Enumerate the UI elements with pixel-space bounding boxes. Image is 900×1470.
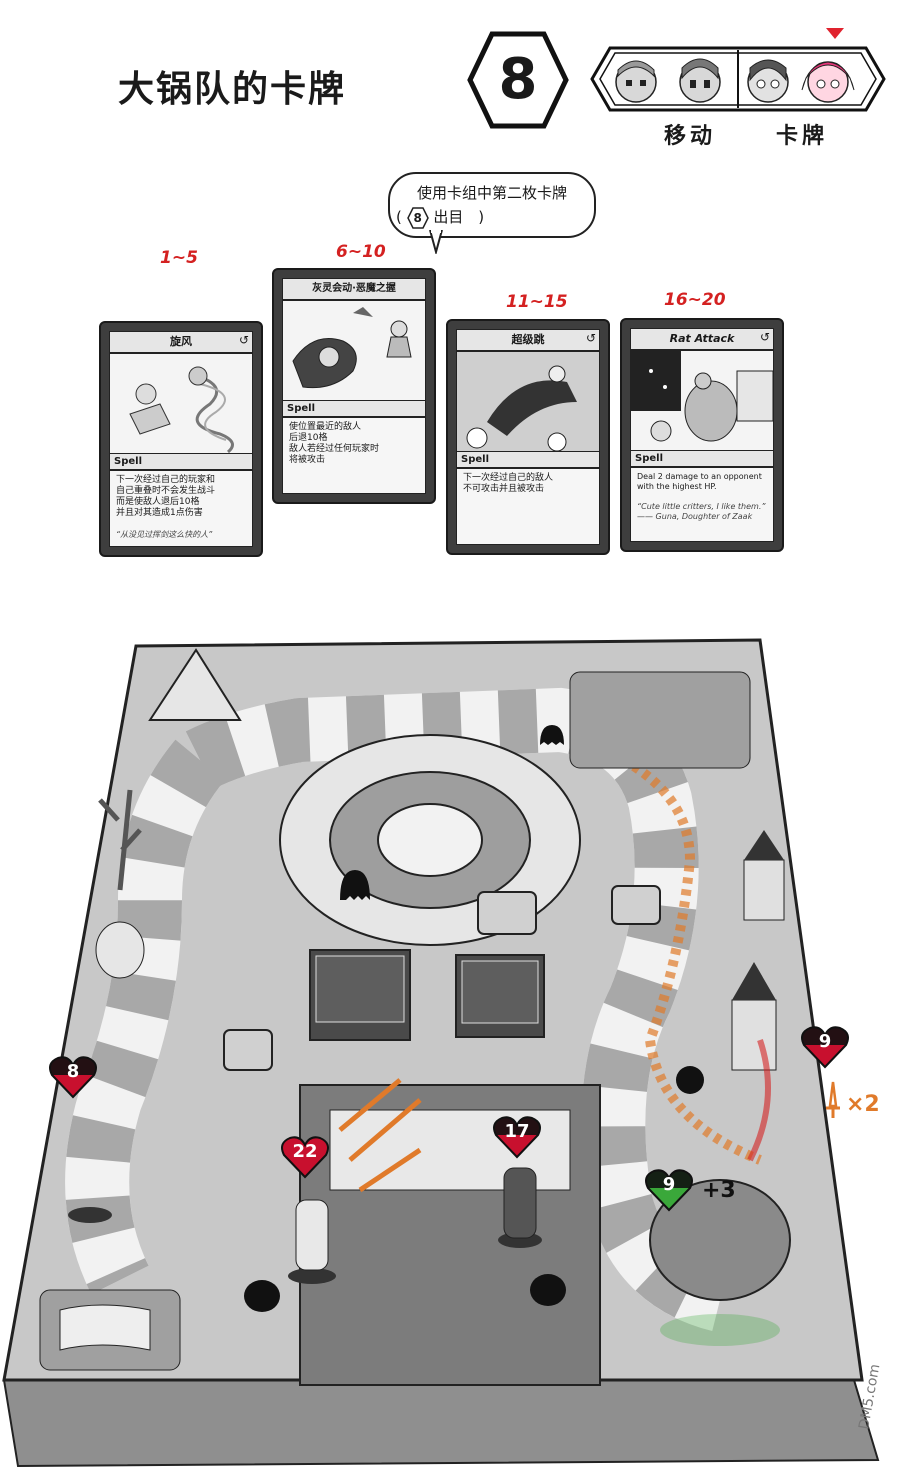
card-title: 灰灵会动·恶魔之握 <box>282 278 426 300</box>
turn-number: 8 <box>498 47 538 112</box>
hexagon-icon: 8 <box>406 206 429 229</box>
character-face-4 <box>801 61 855 103</box>
bubble-close-paren: ) <box>478 208 485 226</box>
card-title: Rat Attack <box>630 328 774 350</box>
card-text-line: 而是使敌人退后10格 <box>116 497 200 507</box>
page-title: 大锅队的卡牌 <box>118 69 347 110</box>
bubble-hex-number: 8 <box>413 210 422 225</box>
card-art-rat-attack <box>630 350 774 452</box>
card-text-line: 将被攻击 <box>289 455 326 465</box>
hp-value: 22 <box>292 1141 318 1162</box>
card-text: 使位置最近的敌人 后退10格 敌人若经过任何玩家时 将被攻击 <box>282 417 426 494</box>
card-text-line: 下一次经过自己的玩家和 <box>116 475 216 485</box>
card-range-3: 11~15 <box>506 292 568 312</box>
card-range-4: 16~20 <box>664 290 726 310</box>
card-type: Spell <box>456 451 600 468</box>
swirl-icon: ↺ <box>759 330 770 344</box>
hp-heart-center: 17 <box>492 1115 542 1159</box>
card-text: Deal 2 damage to an opponent with the hi… <box>630 467 774 542</box>
card-text-line: 后退10格 <box>289 433 328 443</box>
hp-heart-left: 8 <box>48 1055 98 1099</box>
swirl-icon: ↺ <box>585 331 596 345</box>
card-text-line: 并且对其造成1点伤害 <box>116 508 203 518</box>
card-art-super-jump <box>456 351 600 453</box>
hp-heart-center-left: 22 <box>280 1135 330 1179</box>
bubble-line-2-text: 出目 <box>433 208 464 226</box>
card-text: 下一次经过自己的玩家和 自己重叠时不会发生战斗 而是使敌人退后10格 并且对其造… <box>109 470 253 547</box>
card-label: 卡牌 <box>776 124 829 149</box>
current-turn-marker-icon <box>826 28 844 39</box>
card-type: Spell <box>109 453 253 470</box>
card-text: 下一次经过自己的敌人 不可攻击并且被攻击 <box>456 468 600 545</box>
hp-value: 9 <box>818 1031 832 1052</box>
card-text-line: 不可攻击并且被攻击 <box>463 484 545 494</box>
bubble-line-1: 使用卡组中第二枚卡牌 <box>416 184 567 202</box>
card-text-line: 敌人若经过任何玩家时 <box>289 444 380 454</box>
heal-modifier: +3 <box>702 1178 736 1203</box>
bubble-open-paren: ( <box>396 208 402 226</box>
swirl-icon: ↺ <box>238 333 249 347</box>
card-text-line: 自己重叠时不会发生战斗 <box>116 486 216 496</box>
character-face-1 <box>615 60 657 103</box>
turn-hexagon <box>467 31 569 129</box>
character-face-2 <box>679 58 721 103</box>
card-title: 超级跳 <box>456 329 600 351</box>
hp-value: 8 <box>66 1061 80 1082</box>
spell-card-whirlwind[interactable]: 旋风 ↺ Spell 下一次经过自己的玩家和 自己重叠时不会发生战斗 而是使敌人… <box>99 321 263 557</box>
hp-value: 17 <box>504 1121 530 1142</box>
spell-card-demon-grip[interactable]: 灰灵会动·恶魔之握 Spell 使位置最近的敌人 后退10格 敌人若经过任何玩家… <box>272 268 436 504</box>
hp-value: 9 <box>662 1174 676 1195</box>
speech-bubble-tail <box>429 230 443 254</box>
sword-icon <box>822 1080 844 1120</box>
card-type: Spell <box>282 400 426 417</box>
card-quote: “Cute little critters, I like them.” —— … <box>637 502 766 521</box>
spell-card-rat-attack[interactable]: Rat Attack ↺ Spell Deal 2 damage to an o… <box>620 318 784 552</box>
card-art-whirlwind <box>109 353 253 455</box>
turn-queue-bar <box>590 46 886 112</box>
hp-heart-right: 9 <box>800 1025 850 1069</box>
hp-heart-green: 9 <box>644 1168 694 1212</box>
move-label: 移动 <box>664 124 717 149</box>
card-text-line: 下一次经过自己的敌人 <box>463 473 554 483</box>
card-art-demon-grip <box>282 300 426 402</box>
card-text-line: 使位置最近的敌人 <box>289 422 362 432</box>
card-text-line: Deal 2 damage to an opponent <box>637 472 762 481</box>
damage-multiplier: ×2 <box>846 1092 880 1117</box>
card-title: 旋风 <box>109 331 253 353</box>
spell-card-super-jump[interactable]: 超级跳 ↺ Spell 下一次经过自己的敌人 不可攻击并且被攻击 <box>446 319 610 555</box>
card-text-line: with the highest HP. <box>637 482 717 491</box>
card-quote: “从没见过挥剑这么快的人” <box>116 530 213 539</box>
card-type: Spell <box>630 450 774 467</box>
character-face-3 <box>747 59 789 103</box>
card-range-2: 6~10 <box>336 242 386 262</box>
card-range-1: 1~5 <box>160 248 198 268</box>
bubble-line-2: ( 8 出目 ) <box>396 206 588 229</box>
